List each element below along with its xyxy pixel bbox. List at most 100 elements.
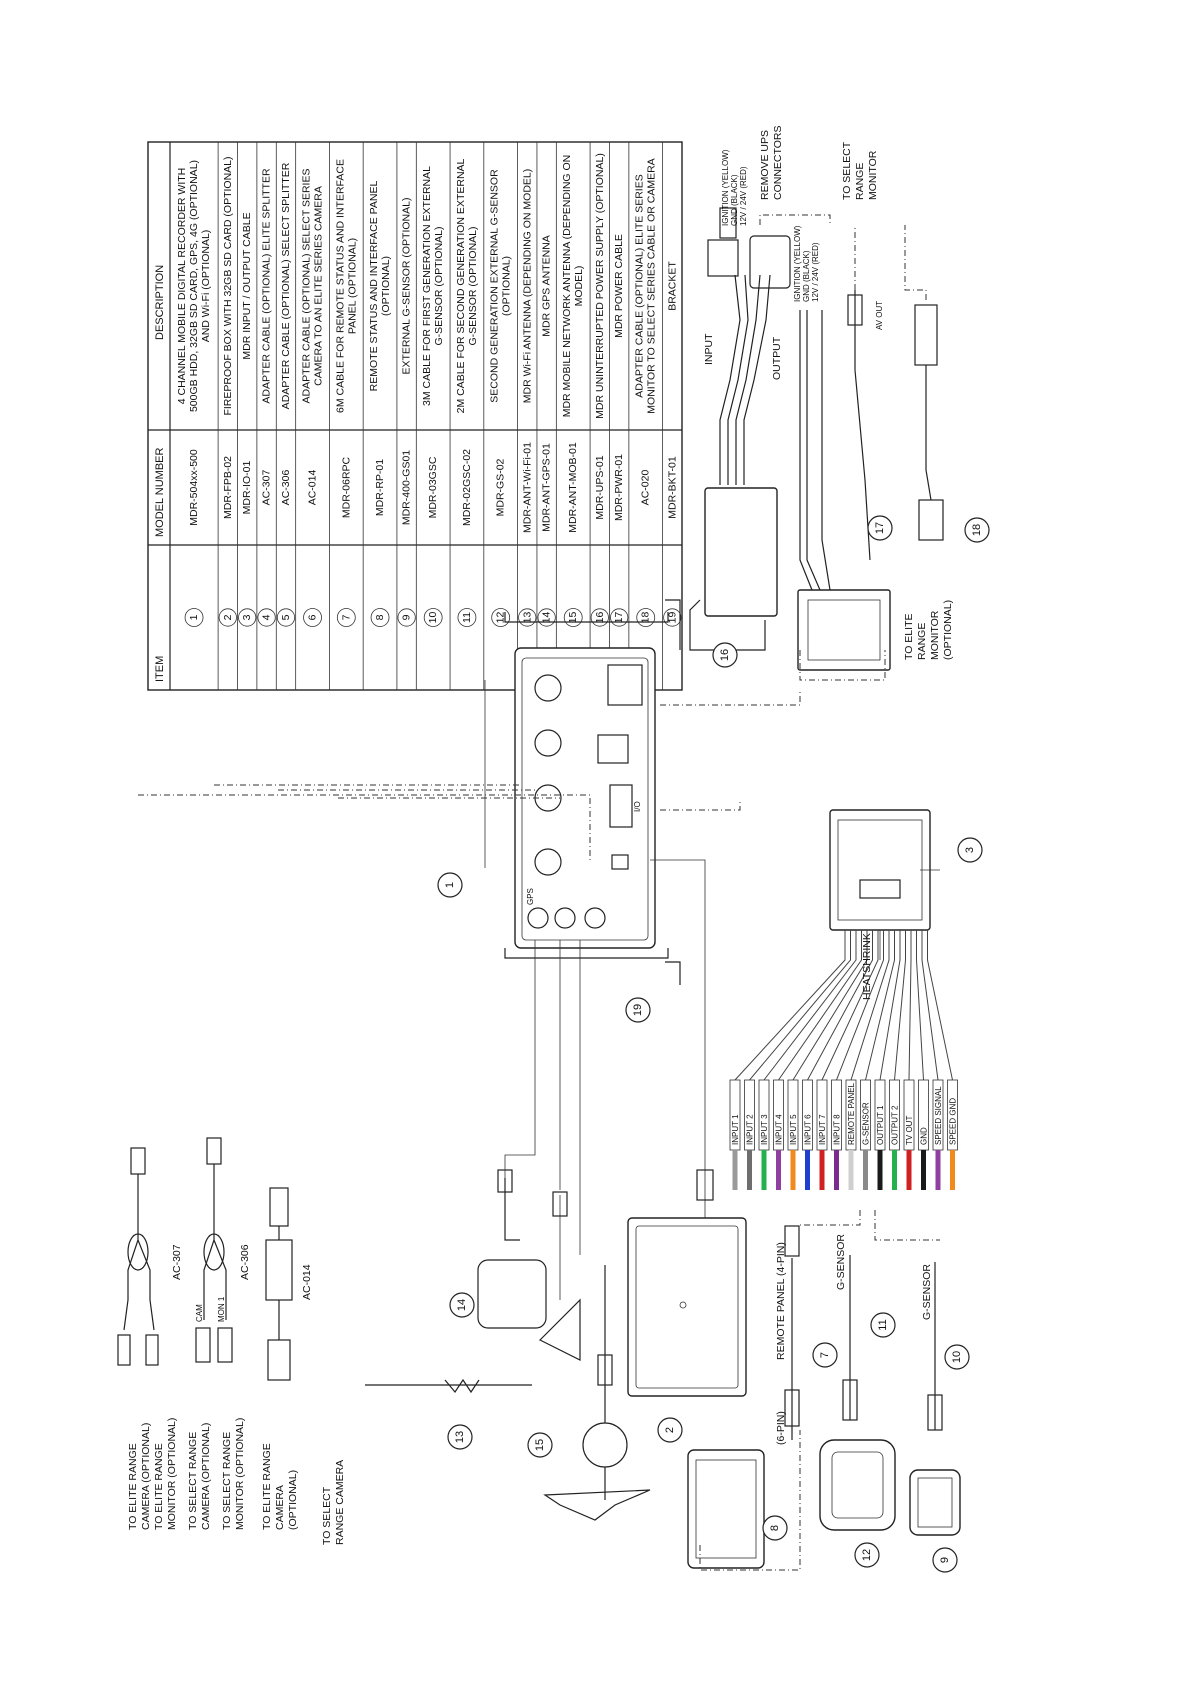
ethernet-port[interactable] [597, 734, 629, 764]
table-item-number: 17 [613, 612, 625, 624]
table-model-number: MDR-06RPC [340, 456, 352, 518]
callout-number: 3 [964, 847, 976, 853]
camera-port-4[interactable] [534, 674, 562, 702]
g-sensors: G-SENSOR G-SENSOR [800, 1210, 961, 1536]
table-item-number: 6 [307, 614, 319, 620]
fireproof-box [627, 859, 747, 1397]
wire-label: TV OUT [905, 1116, 914, 1145]
callout-number: 11 [877, 1319, 889, 1330]
left-destination-labels: TO ELITE RANGECAMERA (OPTIONAL) TO ELITE… [127, 1418, 346, 1545]
table-model-number: MDR-IO-01 [241, 461, 253, 515]
table-model-number: MDR-FPB-02 [222, 456, 234, 519]
to-elite-monitor-label: TO ELITERANGEMONITOR(OPTIONAL) [903, 600, 954, 660]
table-header: ITEM [154, 656, 166, 682]
bracket-top [504, 612, 669, 623]
wire-label: SPEED GND [949, 1098, 958, 1145]
camera-cables: AC-307 AC-306 CAM MON 1 AC-014 [117, 784, 591, 1381]
callout-number: 8 [769, 1525, 781, 1531]
table-item-number: 18 [640, 612, 652, 624]
wire-label: G-SENSOR [862, 1102, 871, 1145]
table-item-number: 9 [401, 614, 413, 620]
camera-port-3[interactable] [534, 729, 562, 757]
camera-port-1[interactable] [534, 848, 562, 876]
remote-panel-body [687, 1449, 765, 1569]
table-description: ADAPTER CABLE (OPTIONAL) ELITE SERIES [634, 174, 646, 397]
ac020-plug [914, 304, 938, 366]
table-model-number: MDR-400-GS01 [401, 450, 413, 525]
table-description: G-SENSOR (OPTIONAL) [433, 226, 445, 345]
ac307-splitter: AC-307 [117, 1147, 183, 1366]
svg-text:OUTPUT: OUTPUT [771, 336, 783, 380]
svg-text:HEATSHRINK: HEATSHRINK [861, 933, 873, 1000]
svg-text:INPUT: INPUT [703, 333, 715, 365]
power-ups: INPUT OUTPUT IGNITION (YELLOW)GND (BLACK… [660, 126, 954, 706]
callout-number: 7 [819, 1352, 831, 1358]
table-description: MONITOR TO SELECT SERIES CABLE OR CAMERA [646, 158, 658, 413]
svg-text:(6-PIN): (6-PIN) [775, 1411, 787, 1445]
label-to-select-mon: TO SELECT RANGEMONITOR (OPTIONAL) [221, 1418, 246, 1530]
table-description: 500GB HDD, 32GB SD CARD, GPS, 4G (OPTION… [188, 160, 200, 412]
table-description: ADAPTER CABLE (OPTIONAL) SELECT SERIES [301, 169, 313, 404]
table-item-number: 5 [280, 614, 292, 620]
remote-panel: REMOTE PANEL (4-PIN) (6-PIN) [687, 1225, 801, 1571]
table-item-number: 11 [461, 612, 473, 623]
callout-number: 15 [534, 1439, 546, 1451]
table-model-number: AC-307 [261, 470, 273, 506]
callout-circle [964, 517, 990, 543]
wire-label: INPUT 1 [731, 1114, 740, 1145]
label-to-elite-cam2: TO ELITE RANGECAMERA(OPTIONAL) [261, 1443, 299, 1530]
wire-label: OUTPUT 1 [876, 1105, 885, 1145]
wire-label: SPEED SIGNAL [934, 1086, 943, 1145]
mobile-antenna-blade [543, 1489, 651, 1521]
power-connector[interactable] [607, 664, 643, 706]
table-description: MODEL) [573, 266, 585, 307]
callout-number: 18 [971, 524, 983, 536]
table-model-number: MDR-504xx-500 [188, 449, 200, 526]
cable-ac307-run [138, 794, 591, 860]
wire-label: INPUT 6 [804, 1114, 813, 1145]
svg-text:REMOTE PANEL (4-PIN): REMOTE PANEL (4-PIN) [775, 1242, 787, 1360]
table-description: MDR Wi-Fi ANTENNA (DEPENDING ON MODEL) [521, 169, 533, 404]
io-connector[interactable] [609, 784, 633, 828]
table-header: MODEL NUMBER [154, 448, 166, 537]
svg-text:G-SENSOR: G-SENSOR [921, 1264, 933, 1320]
table-item-number: 2 [222, 614, 234, 620]
callout-circle [447, 1424, 473, 1450]
gps-port[interactable] [527, 907, 549, 929]
table-description: 3M CABLE FOR FIRST GENERATION EXTERNAL [421, 166, 433, 406]
callout-number: 17 [874, 522, 886, 534]
mdr-unit: I/O GPS [484, 599, 681, 985]
mobile-port[interactable] [584, 907, 606, 929]
table-item-number: 10 [427, 612, 439, 624]
table-description: CAMERA TO AN ELITE SERIES CAMERA [313, 186, 325, 386]
wire-label: OUTPUT 2 [891, 1105, 900, 1145]
callout-circle [957, 837, 983, 863]
table-description: MDR UNINTERRUPTED POWER SUPPLY (OPTIONAL… [594, 153, 606, 419]
usb-port[interactable] [611, 854, 629, 870]
table-description: MDR MOBILE NETWORK ANTENNA (DEPENDING ON [561, 155, 573, 418]
gps-tag: GPS [526, 888, 535, 905]
table-item-number: 7 [340, 614, 352, 620]
label-to-select-cam: TO SELECT RANGECAMERA (OPTIONAL) [187, 1423, 212, 1530]
table-model-number: MDR-UPS-01 [594, 455, 606, 519]
svg-text:CAM: CAM [195, 1304, 204, 1322]
callout-circle [932, 1547, 958, 1573]
label-to-elite-cam: TO ELITE RANGECAMERA (OPTIONAL) [127, 1423, 152, 1530]
svg-text:AC-307: AC-307 [171, 1244, 183, 1280]
table-description: 4 CHANNEL MOBILE DIGITAL RECORDER WITH [176, 168, 188, 404]
callout-circle [625, 997, 651, 1023]
ups-output-plug [749, 235, 791, 289]
callout-circle [870, 1312, 896, 1338]
label-to-elite-mon: TO ELITE RANGEMONITOR (OPTIONAL) [153, 1418, 178, 1530]
table-description: PANEL (OPTIONAL) [346, 238, 358, 334]
callout-circle [812, 1342, 838, 1368]
callout-circle [527, 1432, 553, 1458]
table-description: ADAPTER CABLE (OPTIONAL) ELITE SPLITTER [261, 168, 273, 404]
wifi-port[interactable] [554, 907, 576, 929]
io-connector-block [829, 809, 931, 931]
table-frame [147, 141, 683, 691]
table-description: BRACKET [666, 261, 678, 311]
io-tag: I/O [633, 801, 642, 812]
